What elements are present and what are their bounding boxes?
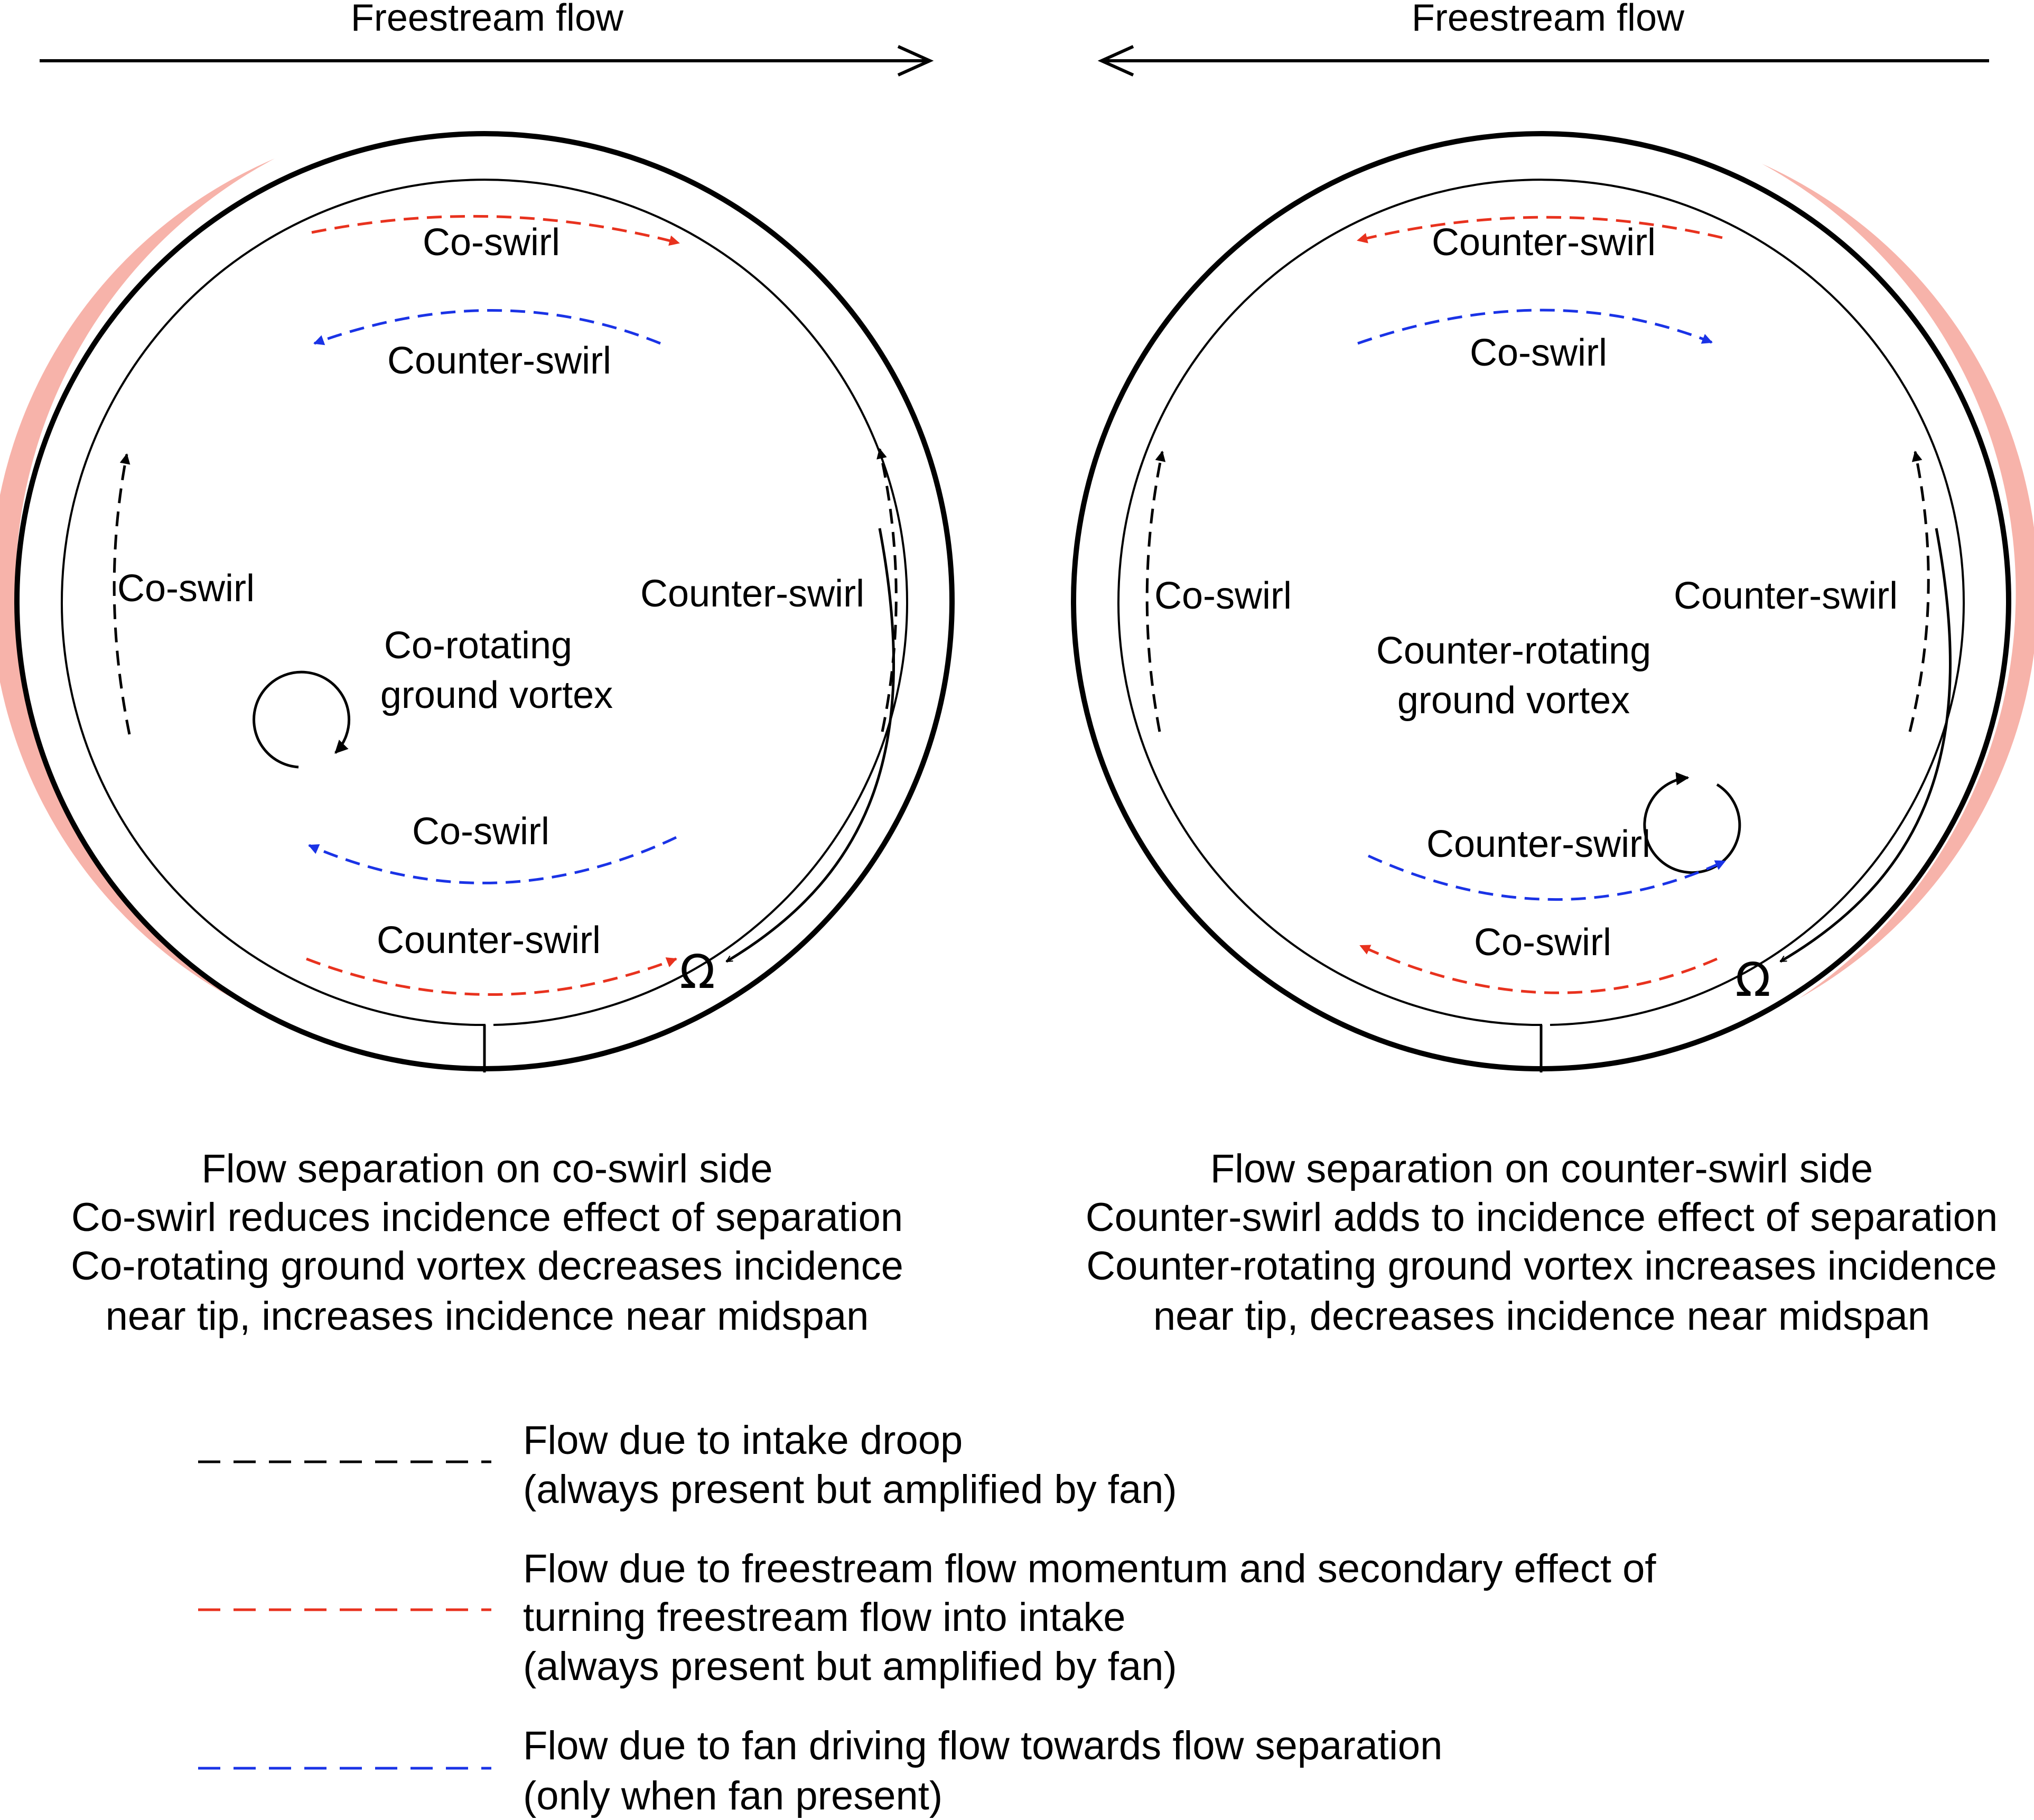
left-side-right-arrow bbox=[876, 448, 898, 732]
left-top-blue-arrow bbox=[313, 309, 661, 346]
left-bottom-blue-label: Co-swirl bbox=[412, 810, 549, 853]
right-freestream-arrowhead bbox=[1097, 45, 1134, 77]
left-top-blue-label: Counter-swirl bbox=[387, 340, 611, 382]
legend: Flow due to intake droop (always present… bbox=[198, 1418, 1656, 1818]
left-vortex-arrow bbox=[253, 670, 351, 769]
right-omega-arrow bbox=[1780, 528, 1952, 963]
right-caption-line-4: near tip, decreases incidence near midsp… bbox=[1153, 1294, 1930, 1339]
right-vortex-label-1: Counter-rotating bbox=[1376, 630, 1651, 672]
legend-droop-line-2: (always present but amplified by fan) bbox=[523, 1467, 1177, 1512]
right-freestream-label: Freestream flow bbox=[1412, 0, 1685, 39]
right-top-red-label: Counter-swirl bbox=[1432, 221, 1656, 264]
left-intake-inner bbox=[61, 179, 908, 1072]
right-separation-region bbox=[1762, 164, 2034, 998]
left-vortex-label-2: ground vortex bbox=[380, 674, 613, 716]
legend-fan-line-2: (only when fan present) bbox=[523, 1774, 943, 1818]
legend-freestream-line-1: Flow due to freestream flow momentum and… bbox=[523, 1546, 1656, 1591]
left-caption-line-1: Flow separation on co-swirl side bbox=[201, 1146, 772, 1191]
left-caption-line-2: Co-swirl reduces incidence effect of sep… bbox=[71, 1195, 903, 1240]
left-panel: Freestream flow Ω Co-swirl Counter-swirl… bbox=[0, 0, 955, 1339]
right-omega-symbol: Ω bbox=[1735, 953, 1770, 1007]
left-vortex-label-1: Co-rotating bbox=[384, 624, 572, 667]
left-caption-line-3: Co-rotating ground vortex decreases inci… bbox=[71, 1244, 903, 1289]
right-bottom-blue-label: Counter-swirl bbox=[1426, 823, 1650, 865]
right-caption-line-3: Counter-rotating ground vortex increases… bbox=[1086, 1244, 1997, 1289]
right-side-right-arrow bbox=[1908, 451, 1930, 732]
right-top-blue-arrow bbox=[1357, 309, 1713, 345]
left-side-left-arrow bbox=[113, 453, 131, 735]
legend-freestream-line-3: (always present but amplified by fan) bbox=[523, 1644, 1177, 1689]
left-side-right-label: Counter-swirl bbox=[640, 573, 864, 615]
left-omega-arrow bbox=[726, 528, 895, 963]
right-bottom-red-label: Co-swirl bbox=[1474, 921, 1611, 964]
legend-fan-line-1: Flow due to fan driving flow towards flo… bbox=[523, 1723, 1442, 1768]
right-caption-line-1: Flow separation on counter-swirl side bbox=[1210, 1146, 1873, 1191]
right-vortex-label-2: ground vortex bbox=[1397, 679, 1630, 722]
right-side-left-label: Co-swirl bbox=[1154, 575, 1292, 617]
legend-droop-line-1: Flow due to intake droop bbox=[523, 1418, 963, 1463]
left-bottom-red-arrow bbox=[306, 957, 677, 996]
left-bottom-red-label: Counter-swirl bbox=[377, 919, 601, 962]
legend-freestream-line-2: turning freestream flow into intake bbox=[523, 1595, 1126, 1640]
right-bottom-red-arrow bbox=[1359, 944, 1718, 994]
right-caption-line-2: Counter-swirl adds to incidence effect o… bbox=[1086, 1195, 1998, 1240]
right-side-left-arrow bbox=[1145, 451, 1166, 732]
right-top-blue-label: Co-swirl bbox=[1470, 332, 1607, 374]
right-bottom-blue-arrow bbox=[1367, 854, 1726, 901]
left-bottom-blue-arrow bbox=[308, 836, 677, 884]
left-side-left-label: Co-swirl bbox=[117, 567, 255, 610]
left-caption-line-4: near tip, increases incidence near midsp… bbox=[106, 1294, 869, 1339]
left-omega-symbol: Ω bbox=[679, 945, 715, 999]
left-top-red-label: Co-swirl bbox=[423, 221, 560, 264]
right-intake-inner bbox=[1117, 179, 1965, 1072]
right-panel: Freestream flow Ω Counter-swirl Co-swirl… bbox=[1071, 0, 2034, 1339]
right-side-right-label: Counter-swirl bbox=[1674, 575, 1898, 617]
right-vortex-arrow bbox=[1643, 772, 1741, 874]
right-top-red-arrow bbox=[1357, 216, 1723, 244]
left-freestream-label: Freestream flow bbox=[351, 0, 624, 39]
left-freestream-arrowhead bbox=[897, 45, 934, 77]
left-top-red-arrow bbox=[311, 214, 680, 246]
